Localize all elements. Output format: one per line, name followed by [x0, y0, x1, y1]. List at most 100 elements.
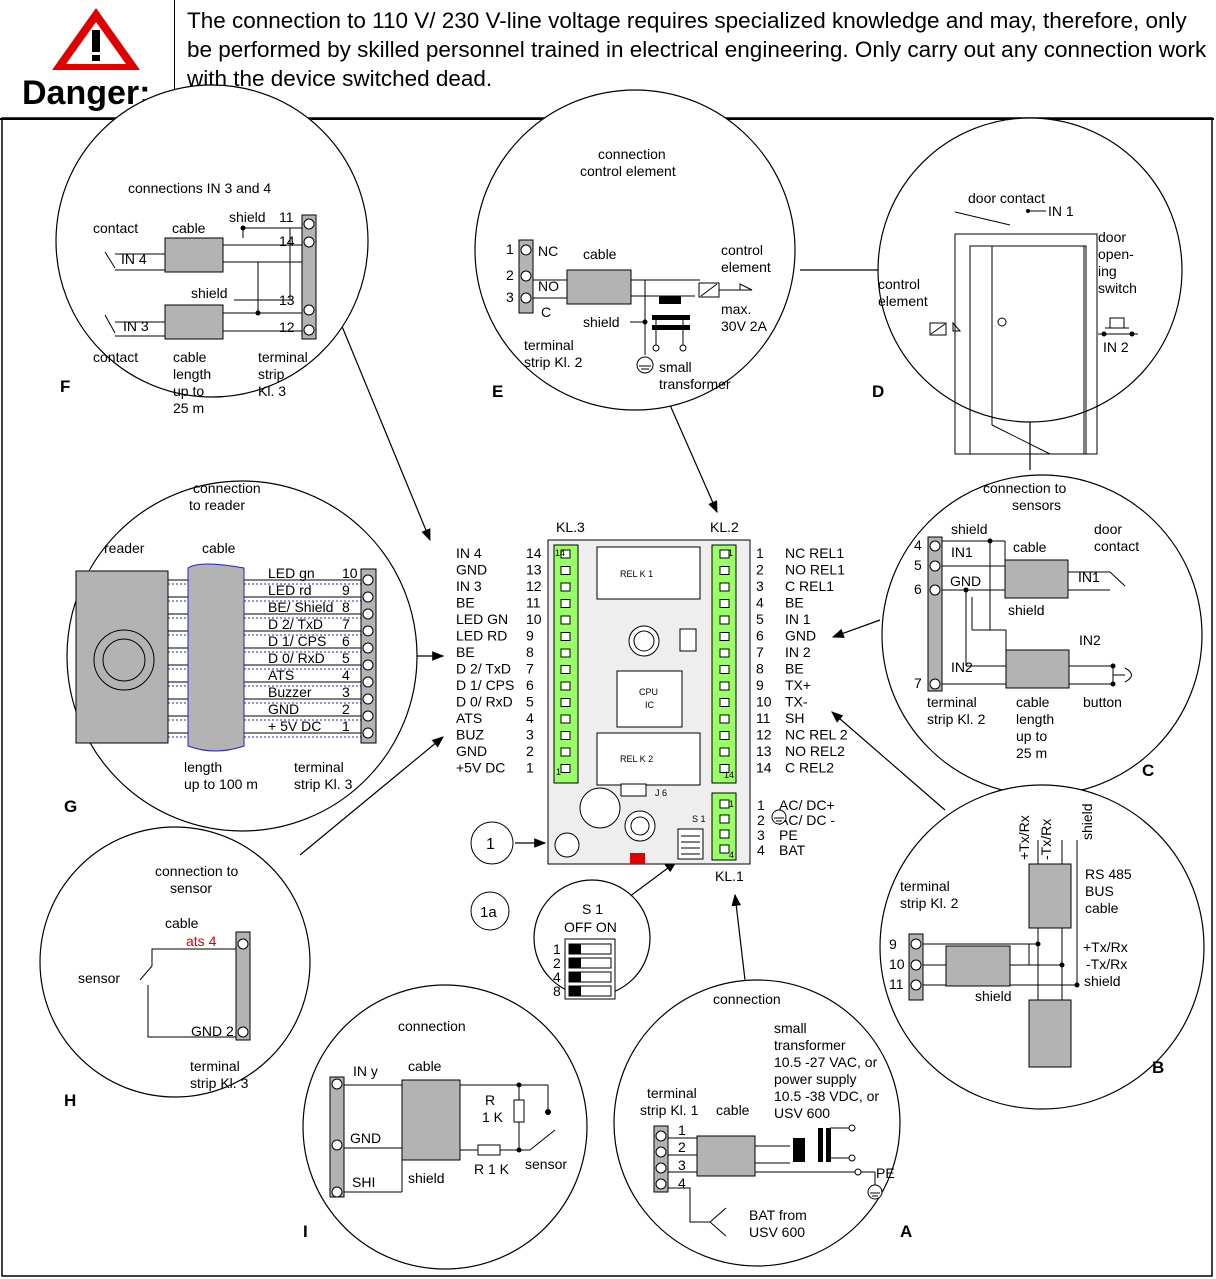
kl2-pin-number: 10: [756, 694, 772, 710]
reader-pin-number: 6: [342, 633, 350, 649]
svg-text:USV 600: USV 600: [749, 1224, 805, 1240]
svg-text:REL K 2: REL K 2: [620, 754, 653, 764]
reader-terminal-screw: [362, 591, 374, 603]
svg-text:strip Kl. 2: strip Kl. 2: [927, 711, 986, 727]
svg-text:max.: max.: [721, 301, 751, 317]
reader-terminal-screw: [362, 642, 374, 654]
svg-text:terminal: terminal: [900, 878, 950, 894]
f-cable: cable: [172, 220, 206, 236]
svg-text:BAT from: BAT from: [749, 1207, 807, 1223]
svg-text:C: C: [541, 304, 551, 320]
reader-pin-number: 2: [342, 701, 350, 717]
danger-text: The connection to 110 V/ 230 V-line volt…: [187, 8, 1207, 91]
reader-pin-number: 4: [342, 667, 350, 683]
svg-text:USV 600: USV 600: [774, 1105, 830, 1121]
reader-pin-number: 1: [342, 718, 350, 734]
kl2-pin-number: 4: [756, 595, 764, 611]
kl3-pin-number: 4: [526, 710, 534, 726]
svg-text:cable: cable: [165, 915, 199, 931]
svg-text:IN1: IN1: [1078, 569, 1100, 585]
svg-text:1: 1: [729, 799, 734, 809]
f-pin12: 12: [279, 319, 295, 335]
warning-triangle-icon: [52, 8, 140, 70]
svg-text:1 K: 1 K: [482, 1109, 504, 1125]
svg-text:-Tx/Rx: -Tx/Rx: [1086, 956, 1127, 972]
panel-d: door contact IN 1 door open- ing switch …: [872, 117, 1183, 455]
svg-text:KL.2: KL.2: [710, 519, 739, 535]
svg-text:connection: connection: [398, 1018, 466, 1034]
svg-text:I: I: [303, 1222, 308, 1241]
svg-text:IN2: IN2: [1079, 632, 1101, 648]
kl3-pin: [560, 632, 571, 641]
svg-text:shield: shield: [1079, 803, 1095, 840]
svg-text:shield: shield: [975, 988, 1012, 1004]
reader-signal-label: GND: [268, 701, 299, 717]
svg-text:H: H: [64, 1091, 76, 1110]
svg-text:shield: shield: [583, 314, 620, 330]
kl1-pin: [719, 814, 730, 824]
kl3-pin: [560, 731, 571, 740]
reader-pin-number: 9: [342, 582, 350, 598]
svg-text:small: small: [659, 359, 692, 375]
svg-text:1: 1: [678, 1122, 686, 1138]
reader-pin-number: 8: [342, 599, 350, 615]
kl3-pin-number: 13: [526, 562, 542, 578]
panel-e: connection control element 1 2 3 NC NO C…: [474, 89, 796, 411]
kl3-signal-name: GND: [456, 743, 487, 759]
svg-text:cable: cable: [408, 1058, 442, 1074]
svg-text:25 m: 25 m: [173, 400, 204, 416]
svg-text:transformer: transformer: [774, 1037, 846, 1053]
kl1-pin: [719, 799, 730, 809]
kl2-pin: [719, 582, 730, 592]
kl3-pin-number: 5: [526, 694, 534, 710]
svg-text:control element: control element: [580, 163, 676, 179]
kl2-signal-name: NO REL2: [785, 743, 845, 759]
kl3-signal-name: GND: [456, 562, 487, 578]
f-in4: IN 4: [121, 251, 147, 267]
svg-text:cable: cable: [173, 349, 207, 365]
svg-text:terminal: terminal: [647, 1085, 697, 1101]
svg-text:connection to: connection to: [155, 863, 238, 879]
svg-text:door: door: [1094, 521, 1122, 537]
kl2-pin: [719, 714, 730, 724]
reader-terminal-screw: [362, 710, 374, 722]
reader-pin-number: 10: [342, 565, 358, 581]
kl2-pin: [719, 665, 730, 674]
svg-text:element: element: [878, 293, 928, 309]
svg-text:to reader: to reader: [189, 497, 245, 513]
svg-text:GND 2: GND 2: [191, 1023, 234, 1039]
svg-text:9: 9: [889, 936, 897, 952]
svg-text:6: 6: [914, 581, 922, 597]
reader-pin-number: 7: [342, 616, 350, 632]
svg-text:length: length: [184, 759, 222, 775]
svg-text:up to: up to: [173, 383, 204, 399]
kl3-pin: [560, 747, 571, 757]
reader-pin-number: 5: [342, 650, 350, 666]
kl2-pin-number: 11: [756, 710, 771, 726]
reader-terminal-screw: [362, 608, 374, 620]
kl3-pin: [560, 681, 571, 691]
f-letter: F: [60, 377, 70, 396]
kl2-pin-number: 12: [756, 727, 772, 743]
kl3-pin: [560, 764, 571, 773]
kl1-pin: [719, 844, 730, 854]
kl3-pin: [560, 665, 571, 674]
kl3-pin: [560, 648, 571, 658]
svg-text:CPU: CPU: [639, 687, 658, 697]
kl3-pin: [560, 582, 571, 592]
svg-text:strip: strip: [258, 366, 285, 382]
kl1-signal-name: AC/ DC+: [779, 797, 835, 813]
kl1-signal-name: BAT: [779, 842, 806, 858]
svg-text:1a: 1a: [480, 904, 497, 921]
kl3-pin-number: 9: [526, 628, 534, 644]
f-contact: contact: [93, 220, 138, 236]
panel-a: connection small transformer 10.5 -27 VA…: [613, 979, 912, 1267]
svg-text:IN 2: IN 2: [1103, 339, 1129, 355]
s1-row-label: 2: [553, 955, 561, 971]
f-in3: IN 3: [123, 318, 149, 334]
svg-text:terminal: terminal: [294, 759, 344, 775]
s1-switch-toggle: [569, 972, 581, 982]
kl2-pin-number: 1: [756, 545, 764, 561]
f-pin14: 14: [279, 233, 295, 249]
svg-text:control: control: [878, 276, 920, 292]
